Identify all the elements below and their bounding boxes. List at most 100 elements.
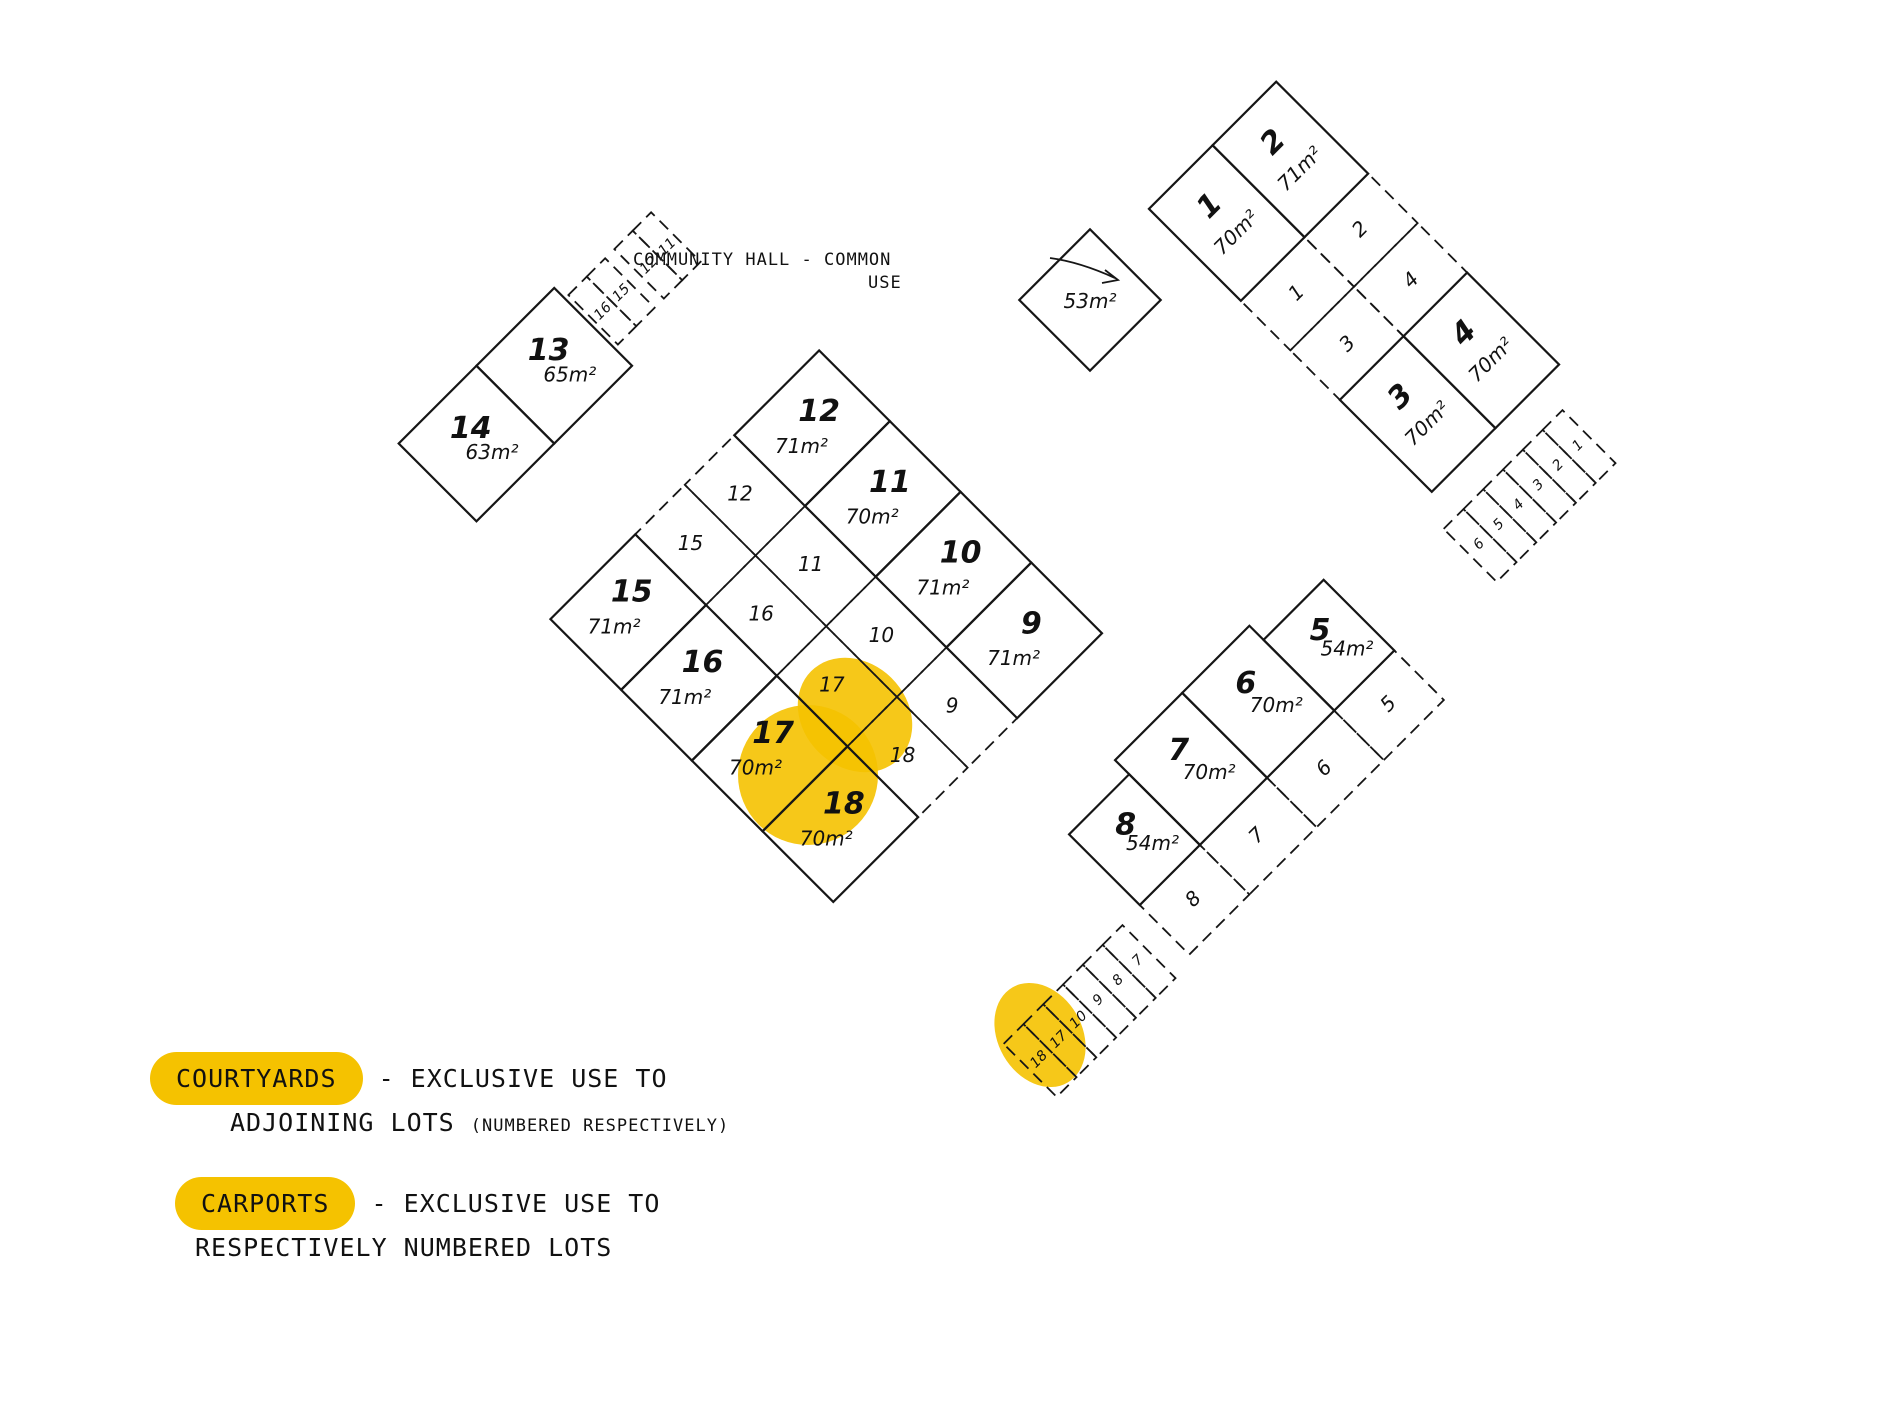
svg-text:13: 13 [528,333,570,368]
block-north-east: 1 70m² 2 71m² 1 2 3 4 3 70m² [1147,80,1561,494]
carport-1[interactable]: 1 [1541,408,1617,485]
svg-text:3: 3 [1334,330,1360,356]
svg-text:10: 10 [940,536,982,571]
block-north-west: 14 63m² 13 65m² 16 15 12 11 [397,211,702,523]
carport-7[interactable]: 7 [1101,923,1177,1000]
courtyard-1[interactable]: 1 [1239,235,1356,352]
carport-3[interactable]: 3 [1501,448,1578,524]
carport-6[interactable]: 6 [1442,507,1518,584]
lot-17[interactable]: 17 70m² [690,674,849,833]
svg-text:16: 16 [591,299,615,323]
svg-text:17: 17 [819,672,845,696]
svg-text:18: 18 [890,743,915,767]
svg-text:7: 7 [1129,952,1147,970]
svg-text:2: 2 [1549,456,1567,474]
community-hall-label: COMMUNITY HALL - COMMON USE [633,250,1121,293]
svg-text:71m²: 71m² [987,646,1040,670]
svg-text:7: 7 [1168,733,1189,768]
block-south-east: 8 54m² 7 70m² 6 70m² 5 54m² 8 7 6 [1067,578,1446,956]
carport-2[interactable]: 2 [1521,428,1597,505]
carports-row-b: 18 17 10 9 8 7 [1002,923,1177,1099]
svg-text:11: 11 [869,465,911,500]
courtyards-note: (NUMBERED RESPECTIVELY) [470,1116,730,1136]
svg-text:6: 6 [1235,666,1256,701]
svg-text:16: 16 [748,602,773,626]
svg-text:2: 2 [1253,122,1293,162]
svg-text:3: 3 [1381,377,1421,417]
svg-text:3: 3 [1530,476,1548,494]
carports-17-18-highlight [994,982,1086,1088]
lot-12[interactable]: 12 71m² [732,348,892,508]
svg-text:11: 11 [798,552,823,576]
legend-carports: CARPORTS - EXCLUSIVE USE TO RESPECTIVELY… [175,1177,661,1267]
carports-desc-1: - EXCLUSIVE USE TO [371,1189,661,1218]
svg-text:1: 1 [1569,437,1587,455]
svg-text:2: 2 [1347,216,1373,242]
svg-text:7: 7 [1243,822,1269,848]
svg-text:71m²: 71m² [775,434,828,458]
carport-5[interactable]: 5 [1462,488,1538,564]
lot-2[interactable]: 2 71m² [1211,80,1370,239]
svg-text:USE: USE [868,273,902,293]
svg-text:53m²: 53m² [1064,289,1117,313]
lot-1[interactable]: 1 70m² [1147,143,1307,303]
lot-18[interactable]: 18 70m² [761,744,920,904]
svg-text:5: 5 [1310,613,1331,648]
svg-text:5: 5 [1490,516,1508,534]
svg-text:4: 4 [1510,496,1528,514]
carport-4[interactable]: 4 [1482,468,1558,544]
lot-5[interactable]: 5 54m² [1261,578,1396,713]
svg-text:71m²: 71m² [916,575,969,599]
lot-6[interactable]: 6 70m² [1180,624,1336,780]
lot-7[interactable]: 7 70m² [1113,691,1269,847]
courtyards-key: COURTYARDS [150,1052,363,1105]
carports-desc-2: RESPECTIVELY NUMBERED LOTS [195,1233,613,1262]
courtyard-4[interactable]: 4 [1352,221,1469,338]
svg-text:10: 10 [869,623,894,647]
courtyard-6[interactable]: 6 [1265,709,1386,829]
legend-courtyards: COURTYARDS - EXCLUSIVE USE TO ADJOINING … [150,1052,730,1145]
svg-text:4: 4 [1398,267,1424,293]
svg-text:70m²: 70m² [729,756,782,780]
svg-text:17: 17 [752,716,794,751]
lot-8[interactable]: 8 54m² [1067,772,1202,907]
svg-text:15: 15 [611,574,653,609]
courtyard-2[interactable]: 2 [1303,172,1419,288]
svg-text:16: 16 [682,645,724,680]
svg-text:12: 12 [727,481,752,505]
courtyard-7[interactable]: 7 [1198,776,1318,896]
svg-text:54m²: 54m² [1320,636,1373,660]
svg-text:14: 14 [450,411,492,446]
courtyard-8[interactable]: 8 [1138,843,1251,956]
svg-text:1: 1 [1283,279,1309,305]
svg-text:8: 8 [1180,886,1206,912]
svg-text:6: 6 [1311,755,1337,781]
courtyards-desc-2: ADJOINING LOTS [230,1108,455,1137]
lot-15[interactable]: 15 71m² [548,532,708,692]
lot-3[interactable]: 3 70m² [1338,334,1497,494]
lot-17-highlight [738,705,878,845]
courtyard-3[interactable]: 3 [1289,285,1405,402]
carports-row-a: 6 5 4 3 2 1 [1442,408,1617,584]
svg-text:15: 15 [609,281,633,305]
svg-text:4: 4 [1443,313,1483,353]
svg-text:12: 12 [798,394,840,429]
svg-text:63m²: 63m² [466,440,519,464]
lot-9[interactable]: 9 71m² [944,561,1104,720]
lot-14[interactable]: 14 63m² [397,364,556,523]
svg-text:71m²: 71m² [588,614,641,638]
svg-text:8: 8 [1115,807,1136,842]
svg-text:54m²: 54m² [1126,831,1179,855]
lot-4[interactable]: 4 70m² [1401,271,1561,430]
courtyard-5[interactable]: 5 [1332,649,1446,762]
courtyards-desc-1: - EXCLUSIVE USE TO [378,1064,668,1093]
courtyard-9[interactable]: 9 [895,646,1019,769]
svg-text:1: 1 [1190,186,1230,226]
lot-10[interactable]: 10 71m² [874,490,1033,649]
svg-text:70m²: 70m² [800,826,853,850]
carport-8[interactable]: 8 [1081,943,1157,1020]
lot-11[interactable]: 11 70m² [803,419,963,579]
community-hall[interactable]: 53m² [1017,227,1163,373]
lot-13[interactable]: 13 65m² [474,286,634,446]
